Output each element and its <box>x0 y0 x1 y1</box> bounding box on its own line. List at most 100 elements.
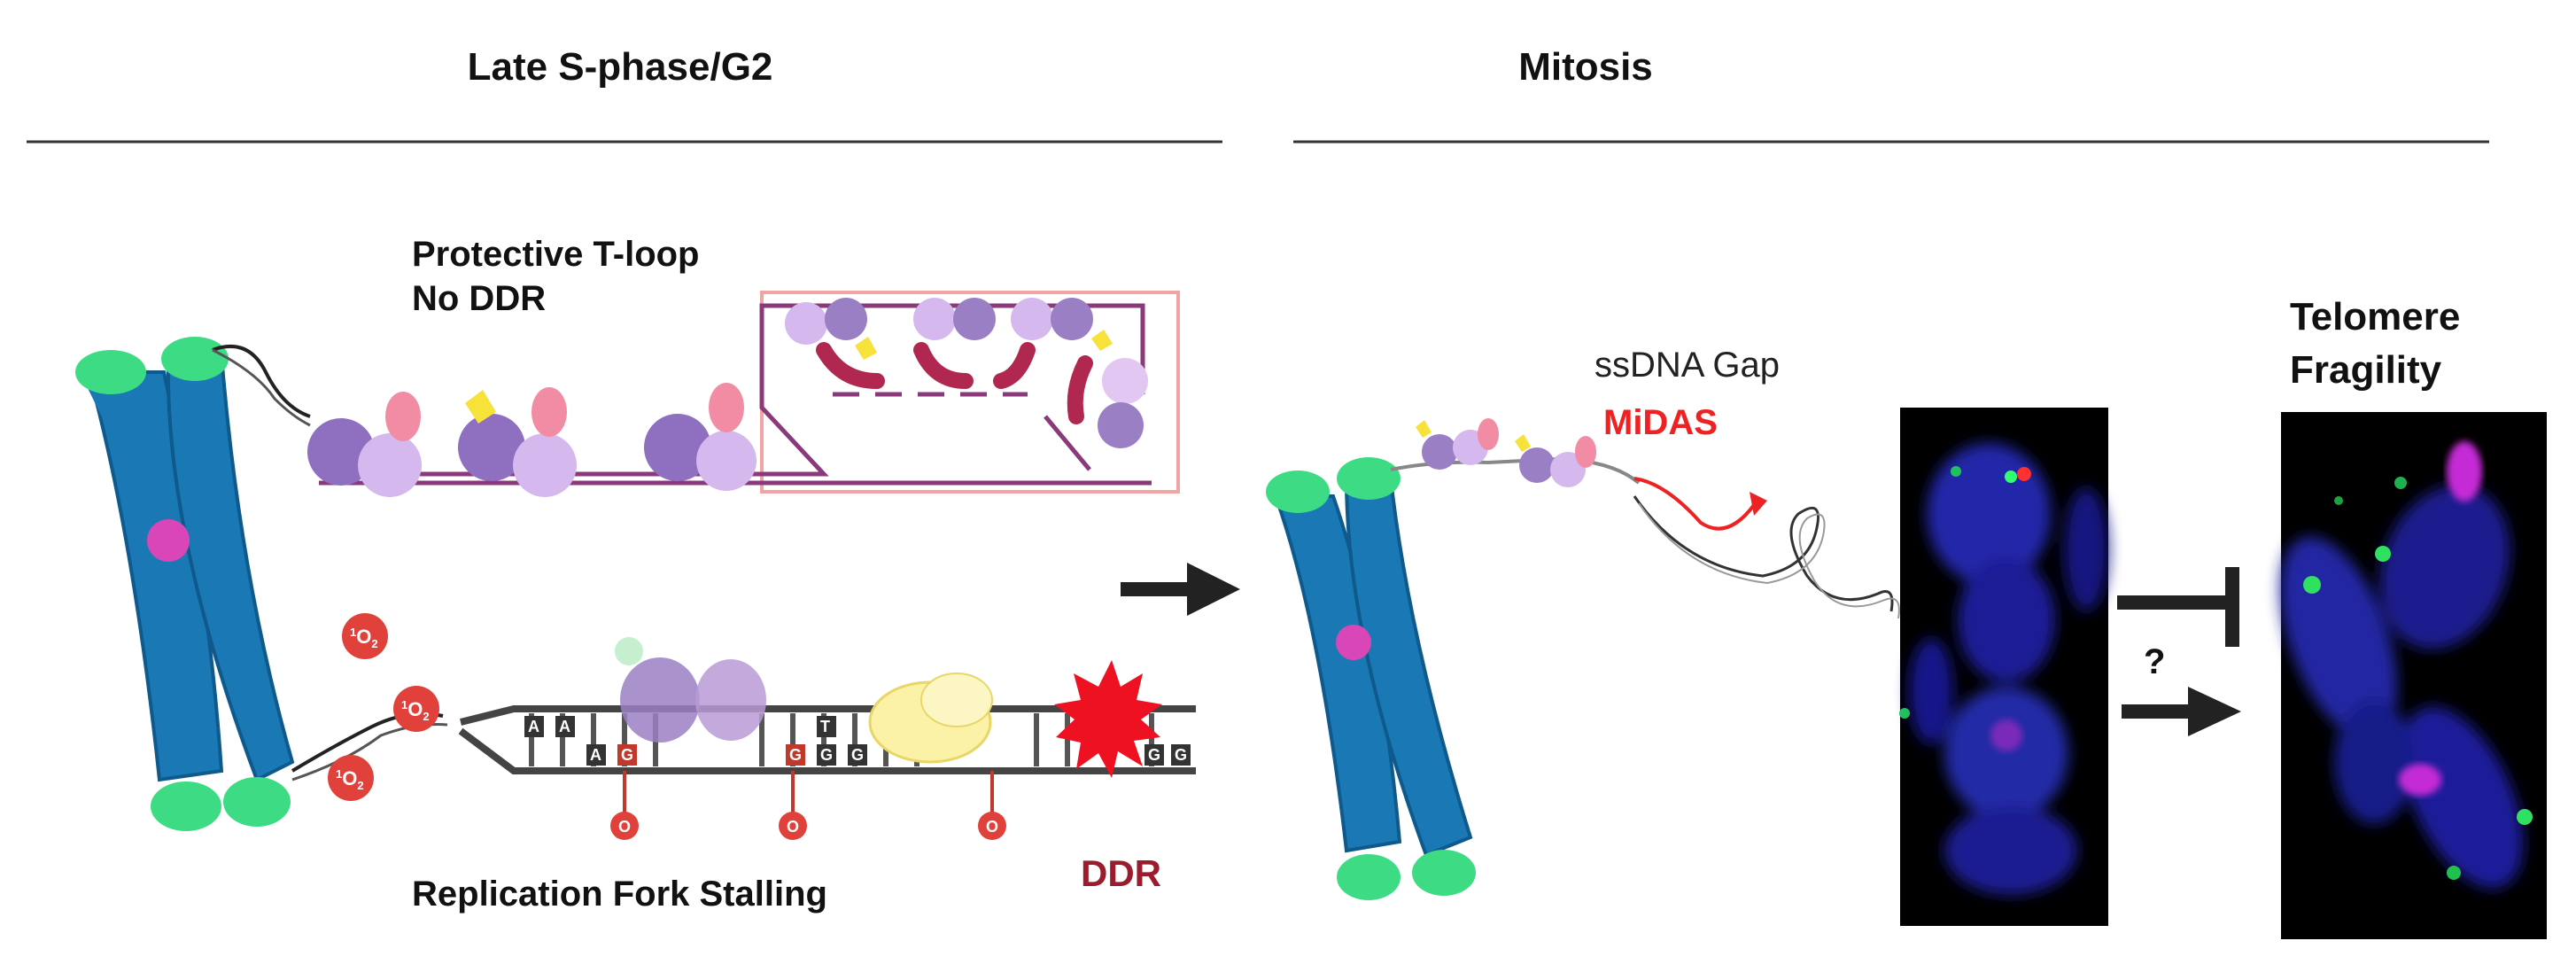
shelterin-protein <box>825 298 867 340</box>
telomere-cap-bottom-left <box>151 781 221 831</box>
base-letter: G <box>820 746 833 764</box>
shelterin-protein <box>385 392 421 441</box>
green-signal <box>2394 477 2407 489</box>
centromere-left <box>147 519 190 562</box>
green-signal <box>2303 576 2321 594</box>
shelterin-protein <box>531 387 567 437</box>
oxo-markers: O O O <box>610 771 1006 840</box>
micrograph-chromosome <box>2280 485 2524 889</box>
green-signal <box>2005 470 2017 483</box>
chromosome-left <box>75 337 295 831</box>
telomere-cap-top-left <box>75 350 146 394</box>
base-letter: G <box>1175 746 1187 764</box>
base-letters: A A A G T G G G G G <box>524 716 1191 766</box>
base-letter: T <box>820 718 830 735</box>
shelterin-protein <box>513 433 577 497</box>
fragility-label-line2: Fragility <box>2290 348 2442 392</box>
shelterin-protein <box>358 433 422 497</box>
tin2-protein <box>993 342 1036 389</box>
ddr-burst <box>1054 660 1162 778</box>
replisome-subunit <box>615 637 643 665</box>
poi-marker <box>465 390 496 424</box>
base-letter: A <box>590 746 601 764</box>
ssdna-strand-2 <box>1638 502 1900 619</box>
shelterin-protein <box>1051 298 1093 340</box>
question-mark: ? <box>2144 642 2165 681</box>
shelterin-protein <box>1550 452 1586 487</box>
oxo-label: O <box>986 818 998 836</box>
base-letter: G <box>789 746 802 764</box>
tloop-label-line1: Protective T-loop <box>412 235 700 274</box>
oxo-label: O <box>618 818 631 836</box>
poi-marker <box>1091 330 1113 351</box>
chromatid-left-b <box>166 353 295 782</box>
telomere-cap-mitotic-br <box>1412 850 1476 896</box>
dna-strand-top-2 <box>212 348 311 427</box>
helicase-protein <box>920 673 993 727</box>
fragile-telomere-signal <box>2447 441 2482 502</box>
tloop-invasion <box>1044 415 1091 471</box>
base-letter: A <box>528 718 539 735</box>
shelterin-protein <box>1422 434 1457 470</box>
ros-molecule <box>393 686 439 732</box>
base-letter: G <box>1148 746 1160 764</box>
poi-marker <box>855 337 877 360</box>
promotion-arrow <box>2122 687 2241 736</box>
shelterin-protein <box>785 302 827 345</box>
ros-molecule <box>328 755 374 801</box>
ddr-label: DDR <box>1081 852 1161 894</box>
ssdna-gap-label: ssDNA Gap <box>1594 346 1780 385</box>
micrograph-fragility <box>2280 412 2547 939</box>
ros-molecule <box>342 613 388 659</box>
oxo-marker <box>779 812 807 840</box>
ssdna-strand <box>1633 495 1894 612</box>
ros-label: 1O2 <box>401 698 430 723</box>
inhibition-arrow <box>2117 567 2239 647</box>
shelterin-protein <box>1102 358 1148 404</box>
replisome-protein <box>695 659 766 741</box>
base-letter: G <box>621 746 633 764</box>
telomere-cap-mitotic-tr <box>1337 457 1401 500</box>
replication-fork: A A A G T G G G G G <box>458 637 1196 840</box>
mitotic-shelterin <box>1416 418 1596 487</box>
shelterin-protein <box>1098 402 1144 448</box>
green-signal <box>2447 866 2461 880</box>
telomere-cap-bottom-right <box>223 777 291 827</box>
tin2-protein <box>816 342 885 389</box>
replisome-protein <box>620 657 700 743</box>
shelterin-protein <box>1011 298 1053 340</box>
tin2-protein <box>1067 355 1093 424</box>
telomere-cap-mitotic-tl <box>1266 470 1330 513</box>
telomere-cap-mitotic-bl <box>1337 854 1401 900</box>
mitotic-dna <box>1390 456 1641 485</box>
ros-molecules: 1O2 1O2 1O2 <box>328 613 439 801</box>
midas-arrowhead <box>1750 492 1767 516</box>
red-signal <box>2017 467 2031 481</box>
fragility-label-line1: Telomere <box>2290 295 2460 338</box>
green-signal <box>1951 466 1961 477</box>
oxo-marker <box>610 812 639 840</box>
transition-arrow <box>1121 563 1240 616</box>
header-mitosis: Mitosis <box>1518 45 1653 89</box>
chromosome-mitotic <box>1266 457 1476 900</box>
shelterin-row-lower <box>307 383 757 497</box>
fork-stalling-label: Replication Fork Stalling <box>412 875 827 914</box>
tin2-protein <box>913 342 974 389</box>
shelterin-protein <box>709 383 744 432</box>
poi-marker <box>1416 420 1432 438</box>
dna-strand-top <box>212 345 311 418</box>
centromere-mitotic <box>1336 625 1371 660</box>
midas-arrow <box>1633 477 1756 531</box>
chromatid-left-upper-a <box>80 372 177 540</box>
midas-label: MiDAS <box>1603 403 1718 442</box>
micrograph-mitosis <box>1899 408 2108 926</box>
shelterin-protein <box>913 298 956 340</box>
shelterin-protein <box>953 298 996 340</box>
poi-marker <box>1515 434 1531 452</box>
shelterin-protein <box>696 431 757 491</box>
shelterin-protein <box>307 418 375 486</box>
oxo-marker <box>978 812 1006 840</box>
chromatid-mitotic-b <box>1344 477 1473 858</box>
centromere-signal <box>1990 719 2022 751</box>
